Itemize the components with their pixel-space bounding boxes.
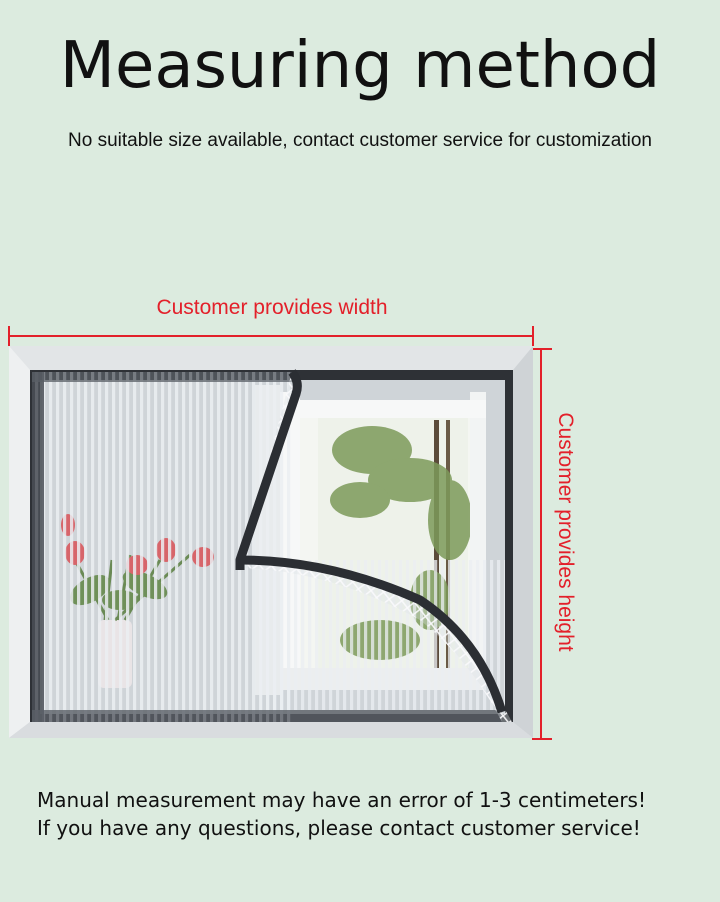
peeled-mesh-corner [235,369,512,722]
width-dimension-line [8,326,534,346]
height-dimension-line [532,348,552,740]
width-label: Customer provides width [156,296,388,319]
measurement-note: Manual measurement may have an error of … [37,786,697,842]
note-line-error: Manual measurement may have an error of … [37,788,646,812]
note-line-contact: If you have any questions, please contac… [37,816,641,840]
page-subtitle: No suitable size available, contact cust… [68,130,652,151]
page-title: Measuring method [59,29,661,103]
height-label: Customer provides height [554,412,577,652]
